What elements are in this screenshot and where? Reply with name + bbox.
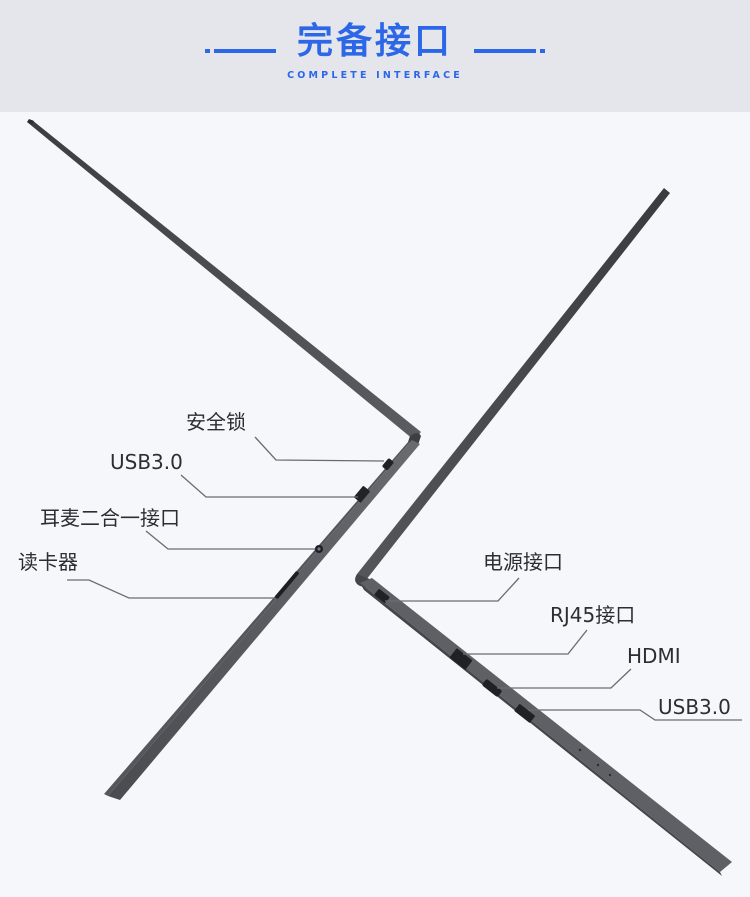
leader-line-headset-jack	[145, 530, 315, 550]
title-decoration-line-right	[474, 49, 536, 53]
page-title: 完备接口	[296, 21, 453, 62]
hdmi-port-icon	[482, 679, 502, 697]
right-laptop-base	[360, 578, 732, 872]
usb-port-right-icon	[514, 704, 535, 723]
title-decoration-dot-right	[540, 49, 545, 53]
right-laptop-base-bottom	[360, 583, 722, 876]
left-laptop	[27, 119, 421, 800]
label-rj45-port: RJ45接口	[550, 603, 636, 627]
label-headset-jack: 耳麦二合一接口	[40, 506, 180, 530]
right-laptop-lid	[357, 188, 670, 580]
leader-line-security-lock	[254, 436, 385, 462]
usb-port-left-icon	[354, 486, 370, 503]
label-usb3-right: USB3.0	[658, 695, 731, 719]
left-laptop-lid-edge	[27, 119, 34, 124]
label-security-lock: 安全锁	[186, 410, 246, 434]
left-laptop-base	[108, 440, 420, 800]
right-laptop	[355, 188, 732, 876]
left-laptop-base-side	[104, 440, 412, 796]
label-power-port: 电源接口	[483, 550, 563, 574]
rj45-port-icon	[449, 648, 473, 670]
title-decoration-line-left	[214, 49, 276, 53]
header-band	[0, 0, 750, 112]
left-laptop-lid	[27, 120, 421, 440]
leader-line-usb-left	[180, 474, 358, 498]
label-hdmi-port: HDMI	[627, 644, 681, 668]
label-card-reader: 读卡器	[18, 550, 78, 574]
leader-line-usb-right	[528, 709, 742, 721]
card-reader-slot-icon	[275, 571, 299, 599]
leader-line-hdmi-port	[497, 668, 632, 689]
leader-line-power-port	[385, 577, 520, 602]
label-usb3-left: USB3.0	[110, 450, 183, 474]
title-decoration-dot-left	[205, 49, 210, 53]
leader-line-card-reader	[67, 579, 275, 599]
page-subtitle: COMPLETE INTERFACE	[287, 70, 463, 81]
leader-line-rj45-port	[463, 629, 588, 655]
power-port-icon	[374, 589, 390, 603]
security-lock-slot-icon	[382, 458, 394, 470]
